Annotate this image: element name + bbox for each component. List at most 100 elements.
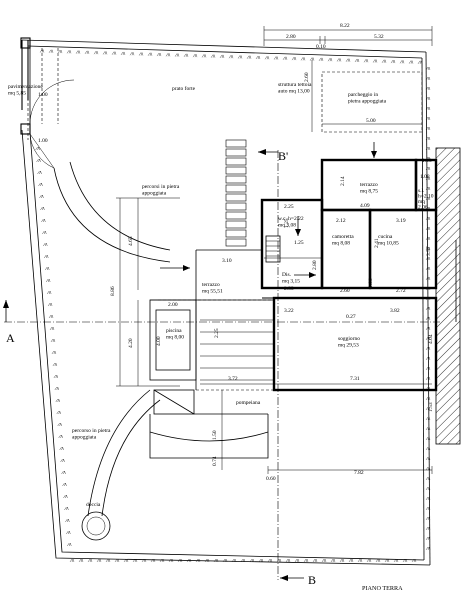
grass-tuft <box>372 59 378 63</box>
room-label-terrazzo-main-1: mq 55,51 <box>202 289 223 295</box>
grass-tuft <box>425 166 431 171</box>
grass-tuft <box>93 51 99 55</box>
dimension-w-322: 3.22 <box>284 308 294 314</box>
grass-tuft <box>294 558 300 563</box>
dimension-h-153: 1.53 <box>428 402 434 412</box>
grass-tuft <box>303 558 309 563</box>
grass-tuft <box>300 57 306 61</box>
grass-tuft <box>425 176 431 181</box>
grass-tuft <box>52 362 58 367</box>
svg-text:2.25: 2.25 <box>214 328 220 338</box>
svg-text:1.50: 1.50 <box>212 430 218 440</box>
grass-tuft <box>61 470 66 475</box>
dimension-w-100a: 1.00 <box>38 92 48 98</box>
stone-paths <box>53 161 171 541</box>
stepping-stones <box>225 139 247 247</box>
dimension-w-310: 3.10 <box>222 258 232 264</box>
room-label-parcheggio-0: parcheggio in <box>348 92 378 98</box>
grass-tuft <box>240 558 246 563</box>
grass-tuft <box>59 446 64 451</box>
grass-tuft <box>150 558 156 563</box>
dimension-h-404: 4.04 <box>428 334 434 344</box>
stepping-stone <box>225 229 247 238</box>
section-marker-b: B' B <box>258 149 316 587</box>
grass-tuft <box>228 55 234 59</box>
grass-tuft <box>48 49 54 53</box>
stepping-stone <box>225 175 247 184</box>
grass-tuft <box>425 506 431 511</box>
grass-tuft <box>219 54 225 59</box>
svg-text:0.74: 0.74 <box>212 456 218 466</box>
dimension-h-357: 3.57 <box>426 246 432 256</box>
neighbor-wall-hatch <box>435 147 461 445</box>
room-label-percorsi-top-0: percorsi in pietra <box>142 184 180 190</box>
grass-tuft <box>69 558 75 563</box>
grass-tuft <box>354 58 360 63</box>
room-label-piscina-1: mq 8,00 <box>166 335 184 341</box>
room-label-cucina-0: cucina <box>378 234 393 240</box>
room-label-pavimentazione-0: pavimentazione <box>8 84 43 90</box>
grass-tuft <box>425 196 431 201</box>
dimension-h-214: 2.14 <box>340 176 346 186</box>
svg-text:8.22: 8.22 <box>340 23 350 29</box>
grass-tuft <box>46 290 52 295</box>
grass-tuft <box>213 558 219 563</box>
grass-tuft <box>186 558 192 563</box>
grass-tuft <box>381 59 387 63</box>
room-label-sl-1: h=2.10 <box>418 194 434 200</box>
grass-tuft <box>41 218 46 223</box>
grass-tuft <box>48 314 54 319</box>
grass-tuft <box>425 316 431 321</box>
grass-tuft <box>425 546 431 551</box>
grass-tuft <box>36 158 41 163</box>
svg-text:4.65: 4.65 <box>128 236 134 246</box>
grass-tuft <box>384 558 390 563</box>
grass-tuft <box>425 446 431 451</box>
grass-tuft <box>425 266 431 271</box>
svg-text:4.20: 4.20 <box>128 338 134 348</box>
grass-tuft <box>425 256 431 261</box>
grass-tuft <box>231 558 237 563</box>
grass-tuft <box>321 558 327 563</box>
grass-tuft <box>336 58 342 62</box>
gate <box>20 37 75 169</box>
dimension-w-260: 2.60 <box>340 288 350 294</box>
grass-tuft <box>402 558 408 563</box>
section-label-b: B <box>308 573 316 587</box>
grass-tuft <box>425 146 431 151</box>
dimension-w-125: 1.25 <box>294 240 304 246</box>
dimension-h-225: 2.25 <box>284 204 294 210</box>
grass-tuft <box>58 434 63 439</box>
grass-tuft <box>114 558 120 563</box>
grass-tuft <box>258 558 264 563</box>
grass-tuft <box>276 558 282 563</box>
grass-tuft <box>285 558 291 563</box>
bottom-dimensions <box>200 257 433 474</box>
room-label-camoretta-1: mq 8,08 <box>332 241 350 247</box>
grass-tuft <box>65 518 70 523</box>
grass-tuft <box>54 386 59 391</box>
dimension-h-106: 1.06 <box>368 278 374 288</box>
grass-tuft <box>246 55 252 59</box>
grass-tuft <box>120 51 126 56</box>
svg-text:2.60: 2.60 <box>304 72 310 82</box>
grass-tuft <box>425 226 431 231</box>
dimension-w-255: 2.55 <box>284 286 294 292</box>
stepping-stone <box>225 148 247 157</box>
stepping-stone <box>225 202 247 211</box>
dimension-w-060: 0.60 <box>266 476 276 482</box>
room-label-percorso-bottom-1: appoggiata <box>72 435 97 441</box>
grass-tuft <box>318 57 324 62</box>
grass-tuft <box>417 60 423 64</box>
stepping-stone <box>225 238 247 247</box>
grass-tuft <box>267 558 273 563</box>
grass-tuft <box>425 86 431 91</box>
dimension-w-100b: 1.00 <box>38 138 48 144</box>
svg-text:2.80: 2.80 <box>286 34 296 40</box>
grass-tuft <box>425 366 431 371</box>
grass-tuft <box>249 558 255 563</box>
grass-tuft <box>425 526 431 531</box>
grass-tuft <box>425 376 431 381</box>
dimension-h-108: 1.08 <box>420 174 430 180</box>
